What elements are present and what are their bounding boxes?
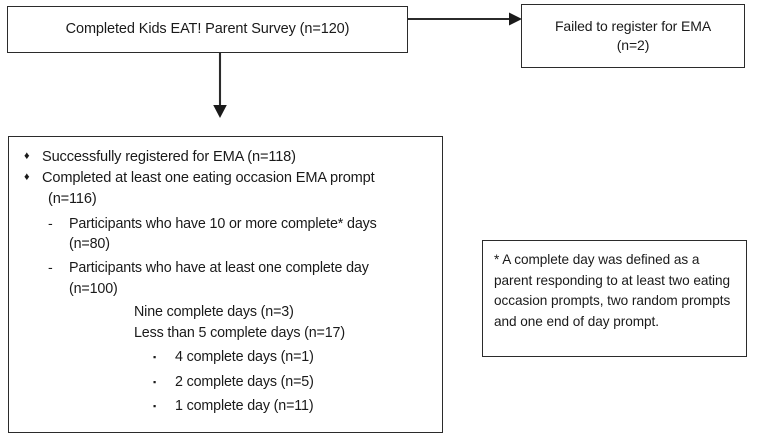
list-item-label: (n=116) (48, 190, 97, 207)
square-bullet-icon: ▪ (153, 352, 157, 363)
list-item: ▪ 4 complete days (n=1) (15, 348, 436, 367)
list-item-label: 2 complete days (n=5) (175, 373, 314, 390)
diamond-bullet-icon: ♦ (24, 170, 30, 183)
arrow-survey-to-detail (213, 53, 227, 118)
list-item-label: (n=80) (69, 235, 110, 252)
completed-survey-box: Completed Kids EAT! Parent Survey (n=120… (7, 6, 408, 53)
list-item-label: 1 complete day (n=11) (175, 398, 314, 415)
list-item-label: 4 complete days (n=1) (175, 349, 314, 366)
failed-to-register-line1: Failed to register for EMA (554, 18, 712, 35)
list-item-label: Nine complete days (n=3) (134, 304, 294, 321)
list-item-label: Participants who have 10 or more complet… (69, 215, 377, 232)
list-item: ♦ Completed at least one eating occasion… (15, 169, 436, 189)
list-item-label: Less than 5 complete days (n=17) (134, 324, 345, 341)
square-bullet-icon: ▪ (153, 401, 157, 412)
list-item-continuation: (n=116) (15, 190, 436, 210)
diamond-bullet-icon: ♦ (24, 150, 30, 162)
list-item: Less than 5 complete days (n=17) (15, 324, 436, 343)
list-item: Nine complete days (n=3) (15, 303, 436, 322)
list-item: - Participants who have 10 or more compl… (15, 215, 436, 234)
failed-to-register-label: Failed to register for EMA (n=2) (555, 17, 711, 55)
square-bullet-icon: ▪ (153, 376, 157, 387)
dash-bullet-icon: - (48, 215, 53, 232)
dash-bullet-icon: - (48, 260, 53, 277)
failed-to-register-line2: (n=2) (616, 37, 650, 53)
list-item: ♦ Successfully registered for EMA (n=118… (15, 148, 436, 168)
list-item: - Participants who have at least one com… (15, 259, 436, 278)
list-item-label: Participants who have at least one compl… (69, 260, 369, 277)
failed-to-register-box: Failed to register for EMA (n=2) (521, 4, 745, 68)
completed-survey-label: Completed Kids EAT! Parent Survey (n=120… (65, 21, 350, 38)
list-item-continuation: (n=80) (15, 235, 436, 254)
footnote-text: * A complete day was defined as a parent… (494, 252, 731, 329)
footnote-box: * A complete day was defined as a parent… (482, 240, 747, 357)
list-item-label: Completed at least one eating occasion E… (42, 169, 375, 186)
arrow-survey-to-failed (408, 12, 522, 26)
list-item-label: Successfully registered for EMA (n=118) (42, 149, 296, 165)
ema-participation-detail-box: ♦ Successfully registered for EMA (n=118… (8, 136, 443, 433)
list-item-label: (n=100) (69, 280, 118, 297)
list-item-continuation: (n=100) (15, 280, 436, 299)
list-item: ▪ 2 complete days (n=5) (15, 373, 436, 392)
list-item: ▪ 1 complete day (n=11) (15, 397, 436, 416)
